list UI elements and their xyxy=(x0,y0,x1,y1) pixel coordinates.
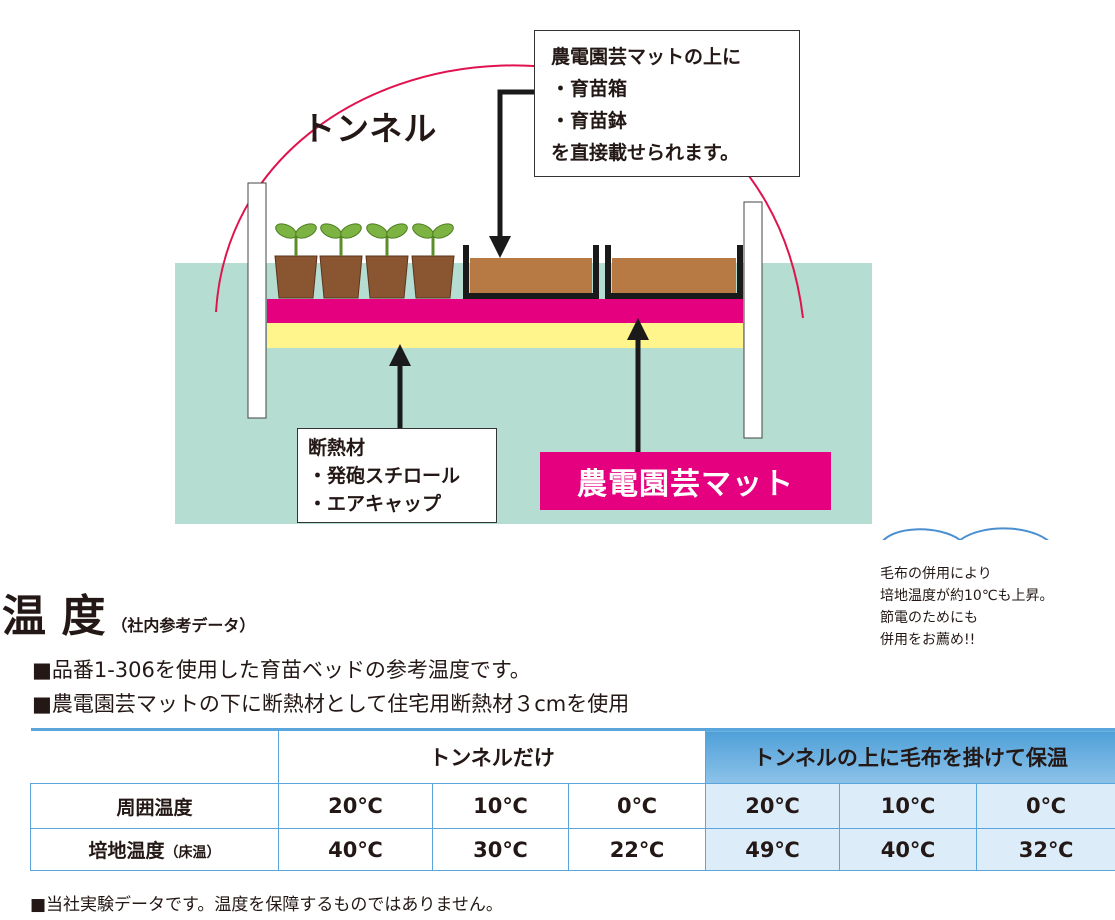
row-label-note: （床温） xyxy=(164,845,221,861)
callout-line: を直接載せられます。 xyxy=(551,142,740,164)
table-cell: 10℃ xyxy=(432,783,569,829)
row-label-medium: 培地温度（床温） xyxy=(30,828,279,871)
right-post xyxy=(743,201,763,439)
table-row: 周囲温度 20℃ 10℃ 0℃ 20℃ 10℃ 0℃ xyxy=(30,783,1115,829)
group-header-tunnel-only: トンネルだけ xyxy=(277,729,707,784)
seedling-pot xyxy=(319,223,363,299)
seedling-tray-2 xyxy=(605,245,743,299)
cloud-line: 培地温度が約10℃も上昇。 xyxy=(880,588,1054,604)
table-header-row: トンネルだけ トンネルの上に毛布を掛けて保温 xyxy=(30,729,1115,784)
section-title: 温 度 （社内参考データ） xyxy=(2,580,255,644)
callout-line: 農電園芸マットの上に xyxy=(551,46,742,68)
table-cell: 20℃ xyxy=(705,783,841,829)
cloud-text: 毛布の併用により 培地温度が約10℃も上昇。 節電のためにも 併用をお薦め!! xyxy=(880,563,1054,651)
row-label-text: 培地温度 xyxy=(88,840,165,862)
callout-line: ・エアキャップ xyxy=(308,493,442,515)
arrow-to-insulation xyxy=(389,344,411,428)
table-row: 培地温度（床温） 40℃ 30℃ 22℃ 49℃ 40℃ 32℃ xyxy=(30,828,1115,871)
section-heading: 温 度 xyxy=(2,591,106,642)
row-label-ambient: 周囲温度 xyxy=(30,783,279,829)
table-cell: 32℃ xyxy=(976,828,1115,871)
section-subtitle: （社内参考データ） xyxy=(111,616,256,635)
table-corner xyxy=(30,729,279,784)
table-cell: 0℃ xyxy=(567,783,707,829)
group-header-tunnel-blanket: トンネルの上に毛布を掛けて保温 xyxy=(705,729,1115,784)
arrow-to-mat xyxy=(627,318,649,452)
table-cell: 22℃ xyxy=(567,828,707,871)
tray-callout: 農電園芸マットの上に ・育苗箱 ・育苗鉢 を直接載せられます。 xyxy=(534,30,800,177)
callout-line: 断熱材 xyxy=(308,437,366,459)
cloud-line: 併用をお薦め!! xyxy=(880,632,976,648)
table-cell: 20℃ xyxy=(278,783,433,829)
temperature-table: トンネルだけ トンネルの上に毛布を掛けて保温 周囲温度 20℃ 10℃ 0℃ 2… xyxy=(30,728,1115,871)
table-cell: 49℃ xyxy=(705,828,841,871)
tunnel-diagram xyxy=(175,64,1049,540)
seedling-pot xyxy=(274,223,318,299)
callout-line: ・発砲スチロール xyxy=(308,465,461,487)
seedling-tray-1 xyxy=(463,245,599,299)
insulation-layer xyxy=(267,323,743,348)
callout-line: ・育苗箱 xyxy=(551,78,628,100)
table-cell: 30℃ xyxy=(432,828,569,871)
insulation-callout: 断熱材 ・発砲スチロール ・エアキャップ xyxy=(297,428,497,523)
tunnel-label: トンネル xyxy=(302,109,438,148)
description-line: ■農電園芸マットの下に断熱材として住宅用断熱材３cmを使用 xyxy=(32,692,630,716)
seedling-pot xyxy=(411,223,455,299)
cloud-line: 節電のためにも xyxy=(880,610,978,626)
seedling-pots xyxy=(274,223,455,299)
seedling-pot xyxy=(365,223,409,299)
table-cell: 40℃ xyxy=(278,828,433,871)
callout-line: ・育苗鉢 xyxy=(551,110,628,132)
thought-cloud xyxy=(882,527,1049,540)
left-post xyxy=(247,182,267,419)
description-line: ■品番1-306を使用した育苗ベッドの参考温度です。 xyxy=(32,658,531,682)
table-cell: 0℃ xyxy=(976,783,1115,829)
cloud-line: 毛布の併用により xyxy=(880,566,992,582)
table-cell: 40℃ xyxy=(839,828,978,871)
mat-label: 農電園芸マット xyxy=(540,452,831,510)
heating-mat xyxy=(267,299,743,323)
table-cell: 10℃ xyxy=(839,783,978,829)
footnote: ■当社実験データです。温度を保障するものではありません。 xyxy=(30,895,503,915)
